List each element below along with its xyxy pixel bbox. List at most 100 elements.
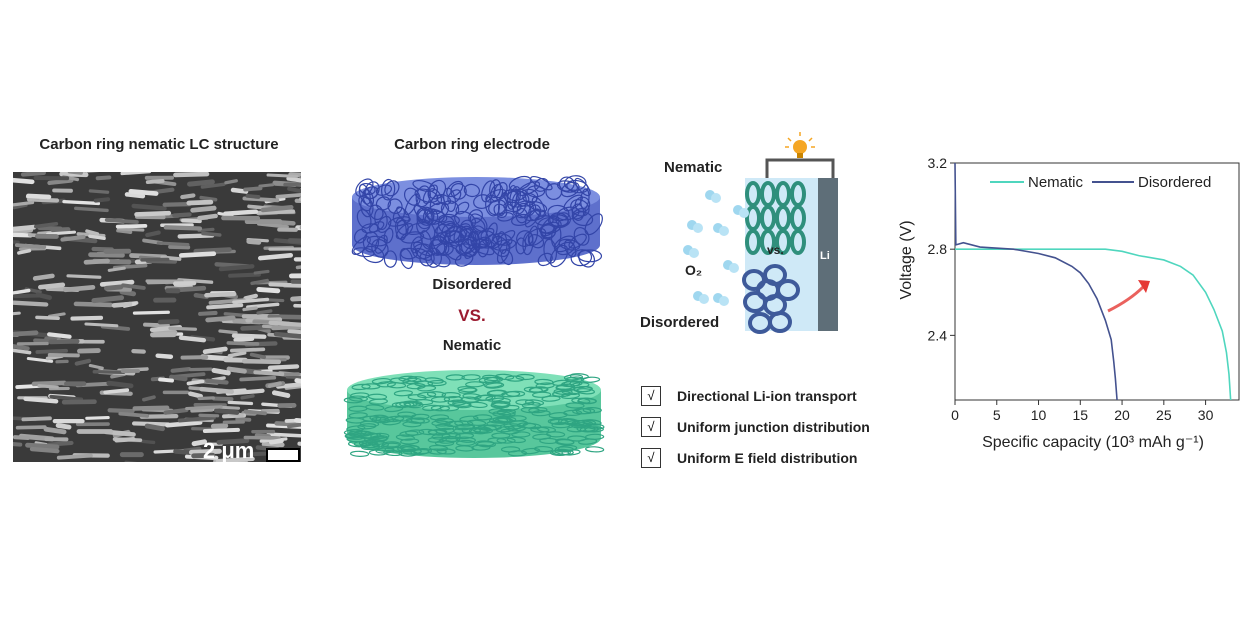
carbon-ring bbox=[556, 180, 578, 193]
carbon-ring bbox=[441, 433, 461, 440]
carbon-ring bbox=[563, 374, 584, 381]
sem-rod bbox=[177, 415, 216, 423]
sem-rod bbox=[240, 394, 255, 400]
carbon-ring bbox=[565, 402, 585, 409]
sem-rod bbox=[91, 295, 125, 304]
sem-rod bbox=[191, 439, 208, 447]
carbon-ring bbox=[582, 407, 602, 414]
carbon-ring bbox=[580, 376, 601, 383]
carbon-ring bbox=[447, 399, 467, 406]
carbon-ring bbox=[403, 187, 421, 206]
carbon-ring bbox=[453, 223, 472, 246]
disordered-label: Disordered bbox=[432, 276, 512, 293]
sem-rod bbox=[271, 324, 301, 331]
sem-rod bbox=[250, 278, 269, 286]
sem-rod bbox=[287, 238, 301, 244]
o2-molecule-icon bbox=[739, 208, 749, 218]
carbon-ring bbox=[493, 182, 508, 199]
sem-rod bbox=[13, 343, 30, 351]
carbon-ring bbox=[529, 386, 549, 393]
sem-rod bbox=[85, 416, 110, 420]
carbon-ring bbox=[563, 194, 583, 212]
carbon-ring bbox=[351, 383, 371, 391]
sem-rod bbox=[107, 266, 126, 272]
carbon-ring bbox=[472, 426, 492, 433]
sem-rod bbox=[145, 230, 161, 238]
sem-rod bbox=[268, 438, 284, 445]
carbon-ring bbox=[405, 417, 425, 424]
carbon-ring bbox=[467, 419, 487, 426]
carbon-ring bbox=[488, 389, 508, 396]
sem-rod bbox=[199, 195, 218, 202]
circuit-wire bbox=[765, 158, 835, 178]
sem-rod bbox=[186, 379, 205, 386]
sem-rod bbox=[13, 227, 34, 235]
sem-rod bbox=[116, 228, 133, 234]
sem-rod bbox=[242, 196, 280, 203]
sem-rod bbox=[31, 380, 67, 387]
sem-rod bbox=[242, 306, 258, 312]
sem-rod bbox=[116, 227, 145, 232]
sem-rod bbox=[245, 193, 261, 199]
carbon-ring bbox=[569, 373, 589, 380]
sem-rod bbox=[26, 197, 60, 203]
carbon-ring bbox=[512, 200, 537, 219]
sem-rod bbox=[163, 225, 203, 231]
sem-rod bbox=[273, 331, 301, 339]
sem-rod bbox=[119, 289, 137, 297]
carbon-ring bbox=[430, 405, 450, 412]
sem-rod bbox=[190, 205, 217, 213]
carbon-ring bbox=[554, 448, 574, 456]
sem-rod bbox=[93, 197, 111, 203]
sem-rod bbox=[120, 172, 152, 176]
series-line-nematic bbox=[955, 248, 1232, 401]
sem-rod bbox=[162, 202, 192, 207]
carbon-ring bbox=[391, 401, 411, 409]
carbon-ring bbox=[528, 234, 545, 249]
carbon-ring bbox=[365, 404, 385, 411]
carbon-ring bbox=[503, 201, 522, 213]
o2-molecule-icon bbox=[729, 263, 739, 273]
carbon-ring bbox=[521, 447, 541, 455]
carbon-ring bbox=[520, 407, 540, 414]
carbon-ring bbox=[476, 441, 496, 448]
sem-rod bbox=[100, 324, 131, 331]
sem-rod bbox=[106, 380, 134, 389]
sem-rod bbox=[43, 426, 67, 435]
o2-molecule-icon bbox=[719, 296, 729, 306]
sem-rod bbox=[134, 210, 172, 217]
carbon-ring bbox=[427, 448, 447, 455]
carbon-ring bbox=[393, 390, 413, 397]
carbon-ring bbox=[567, 435, 587, 442]
sem-rod bbox=[193, 247, 232, 254]
carbon-ring bbox=[404, 193, 419, 216]
sem-rod bbox=[29, 446, 60, 454]
sem-rod bbox=[129, 253, 168, 260]
sem-rod bbox=[168, 374, 188, 382]
sem-rod bbox=[34, 221, 59, 229]
sem-rod bbox=[275, 193, 301, 199]
carbon-ring bbox=[524, 399, 545, 406]
checkmark-icon: √ bbox=[641, 385, 661, 406]
sem-rod bbox=[142, 395, 156, 402]
sem-rod bbox=[246, 302, 280, 309]
sem-rod bbox=[13, 441, 23, 447]
sem-rod bbox=[199, 386, 234, 394]
sem-rod bbox=[131, 203, 167, 211]
carbon-ring bbox=[515, 373, 535, 381]
sem-rod bbox=[47, 178, 74, 186]
sem-rod bbox=[165, 420, 203, 428]
sem-rod bbox=[288, 172, 301, 178]
x-tick-label: 10 bbox=[1031, 407, 1047, 423]
sem-rod bbox=[158, 377, 174, 383]
sem-rod bbox=[172, 212, 192, 218]
sem-rod bbox=[59, 172, 89, 178]
sem-rod bbox=[218, 329, 238, 335]
carbon-ring bbox=[495, 425, 515, 433]
carbon-ring bbox=[347, 441, 368, 448]
sem-rod bbox=[188, 391, 203, 399]
sem-rod bbox=[173, 172, 210, 178]
carbon-ring bbox=[396, 219, 409, 235]
sem-rod bbox=[25, 193, 52, 200]
sem-rod bbox=[156, 241, 190, 247]
